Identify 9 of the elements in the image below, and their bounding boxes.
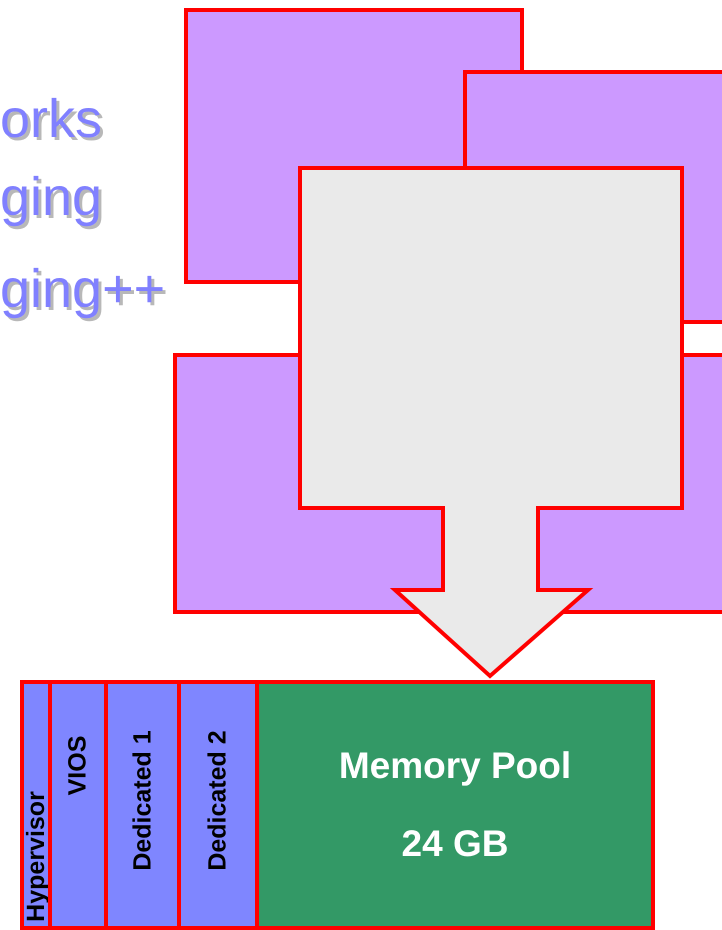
segment-label: Memory Pool [338, 745, 572, 787]
heading-text: ging [0, 170, 102, 224]
segment-label: Dedicated 1 [128, 730, 158, 870]
segment-label: VIOS [63, 735, 92, 795]
segment-label: 24 GB [402, 823, 508, 865]
segment-label: Hypervisor [21, 791, 50, 922]
heading-text: orks [0, 92, 102, 146]
segment-label: Dedicated 2 [204, 730, 233, 870]
heading-text: ging++ [0, 262, 166, 316]
